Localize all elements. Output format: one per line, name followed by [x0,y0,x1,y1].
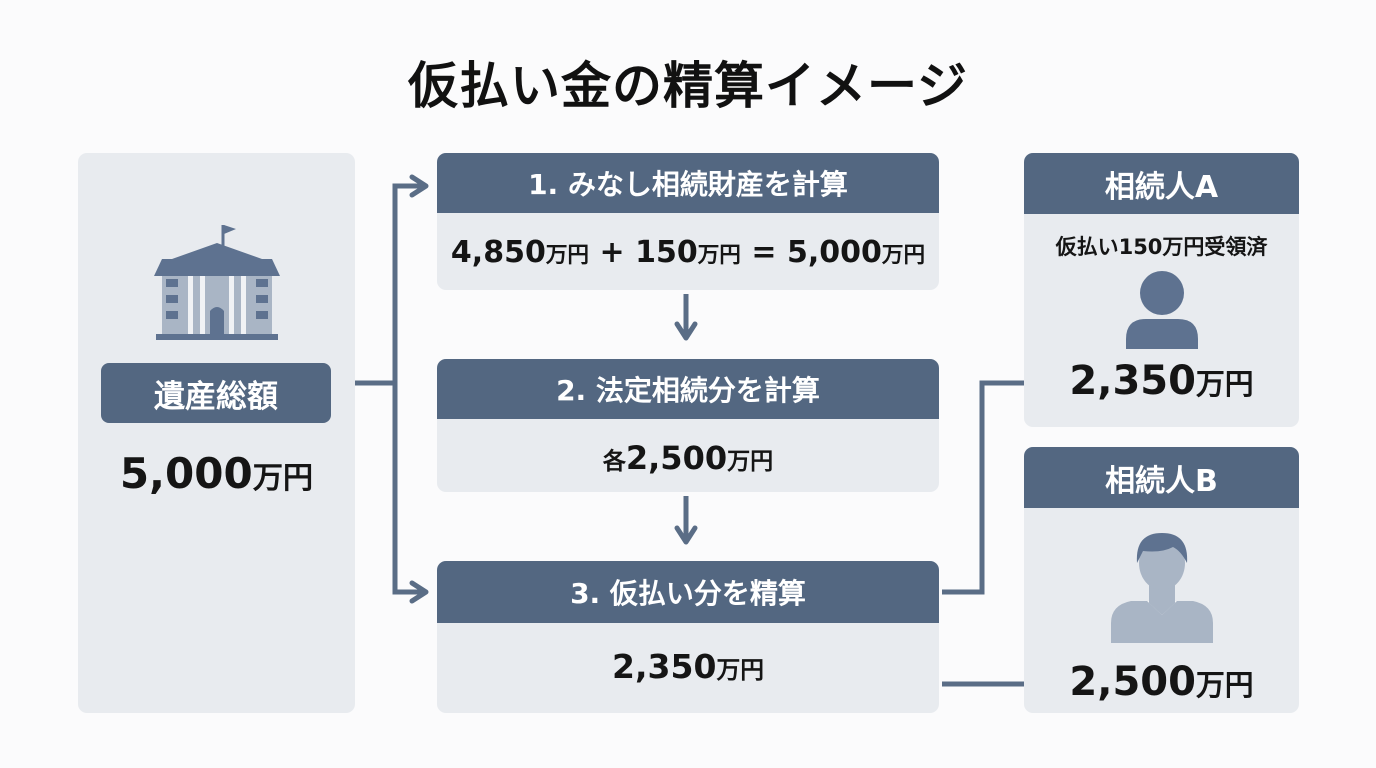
formula-equals: = [751,235,777,270]
estate-amount-unit: 万円 [252,461,314,496]
heir-b-amount: 2,500万円 [1024,659,1299,705]
formula-result: 5,000 [786,235,882,270]
heir-a-title: 相続人A [1104,169,1219,205]
formula-unit-c: 万円 [881,243,926,268]
step-2-panel: 2. 法定相続分を計算 各2,500万円 [437,359,939,492]
heir-a-amount-value: 2,350 [1069,358,1196,404]
formula-plus: + [599,235,625,270]
step-2-title: 2. 法定相続分を計算 [556,374,820,407]
formula-term-a: 4,850 [450,235,546,270]
heir-b-title: 相続人B [1105,463,1218,499]
step-3-panel: 3. 仮払い分を精算 2,350万円 [437,561,939,713]
estate-panel: 遺産総額 5,000万円 [78,153,355,713]
building-icon [154,225,280,340]
arrow-to-step3 [392,383,429,604]
step-1-header: 1. みなし相続財産を計算 [437,153,939,213]
estate-label: 遺産総額 [154,378,278,415]
formula-unit-b: 万円 [697,243,741,268]
step-2-amount-unit: 万円 [727,449,774,475]
step-1-panel: 1. みなし相続財産を計算 4,850万円 + 150万円 = 5,000万円 [437,153,939,290]
heir-a-header: 相続人A [1024,153,1299,214]
estate-label-badge: 遺産総額 [101,363,331,423]
heir-a-note: 仮払い150万円受領済 [1055,235,1268,259]
heir-b-amount-unit: 万円 [1195,668,1254,702]
heir-a-amount-unit: 万円 [1195,367,1254,401]
page-title: 仮払い金の精算イメージ [408,57,968,115]
step-2-header: 2. 法定相続分を計算 [437,359,939,419]
step-1-title: 1. みなし相続財産を計算 [528,168,848,201]
step-3-amount: 2,350万円 [437,647,939,686]
step-2-prefix: 各 [602,449,626,475]
estate-amount-value: 5,000 [119,449,253,498]
heir-a-panel: 相続人A 仮払い150万円受領済 2,350万円 [1024,153,1299,427]
step-3-title: 3. 仮払い分を精算 [570,577,806,610]
person-icon [1126,271,1198,349]
step-3-amount-unit: 万円 [716,656,764,684]
formula-term-b: 150 [635,235,698,270]
arrow-to-step1 [392,174,429,383]
person-with-collar-icon [1111,533,1213,643]
step-2-amount-value: 2,500 [625,439,728,477]
step-1-formula: 4,850万円 + 150万円 = 5,000万円 [437,235,939,270]
heir-b-panel: 相続人B 2,500万円 [1024,447,1299,713]
heir-b-amount-value: 2,500 [1069,659,1196,705]
heir-a-amount: 2,350万円 [1024,358,1299,404]
formula-unit-a: 万円 [545,243,590,268]
heir-b-header: 相続人B [1024,447,1299,508]
step-2-amount: 各2,500万円 [437,439,939,477]
step-3-header: 3. 仮払い分を精算 [437,561,939,623]
estate-amount: 5,000万円 [78,449,355,498]
step-3-amount-value: 2,350 [612,647,717,686]
